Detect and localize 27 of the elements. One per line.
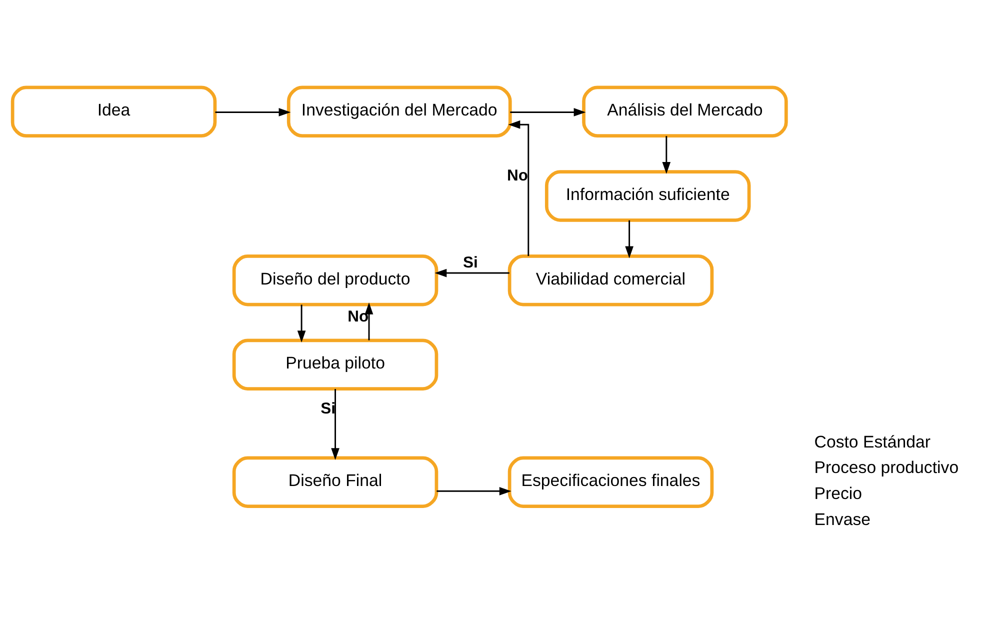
- arrow: [331, 389, 340, 460]
- arrow: [436, 486, 512, 496]
- label: Precio: [814, 484, 862, 504]
- edge-label: Si: [463, 254, 478, 272]
- label: Proceso productivo: [814, 458, 959, 478]
- edge-label: Si: [320, 400, 336, 418]
- edge-label: No: [348, 308, 369, 326]
- arrow: [625, 220, 634, 258]
- node-box: Diseño Final: [232, 456, 438, 508]
- node-box: Prueba piloto: [232, 338, 438, 391]
- arrow: [215, 108, 291, 116]
- arrow: [434, 268, 510, 278]
- arrow: [297, 304, 306, 343]
- arrow: [508, 120, 530, 256]
- node-box: Información suficiente: [544, 170, 751, 222]
- arrow: [364, 302, 374, 340]
- label: Costo Estándar: [814, 432, 930, 452]
- node-box: Investigación del Mercado: [286, 86, 512, 138]
- node-box: Especificaciones finales: [508, 456, 714, 508]
- node-box: Idea: [10, 86, 217, 138]
- node-box: Análisis del Mercado: [582, 86, 788, 138]
- arrow: [662, 136, 671, 174]
- arrow: [510, 108, 586, 116]
- node-box: Diseño del producto: [232, 254, 438, 306]
- node-box: Viabilidad comercial: [508, 254, 714, 306]
- edge-label: No: [507, 167, 528, 184]
- label: Envase: [814, 510, 870, 529]
